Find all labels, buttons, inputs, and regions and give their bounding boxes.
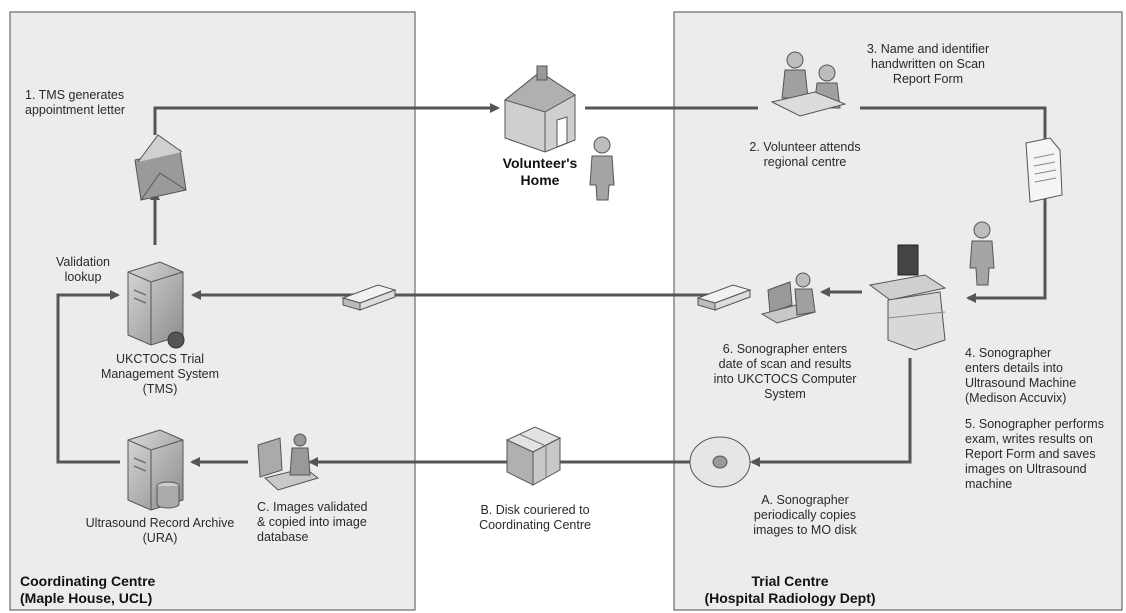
ultrasound-machine-icon xyxy=(868,244,947,351)
volunteer-person-icon xyxy=(589,136,615,201)
arrow-validation-lookup xyxy=(56,290,120,464)
house-icon xyxy=(503,65,576,153)
ura-label: Ultrasound Record Archive(URA) xyxy=(85,516,235,545)
network-device-left-icon xyxy=(341,284,397,311)
trial-centre-title: Trial Centre(Hospital Radiology Dept) xyxy=(704,573,876,606)
ura-server-icon xyxy=(127,429,184,511)
tms-server-icon xyxy=(127,261,185,349)
consultation-icon xyxy=(770,51,847,117)
network-device-right-icon xyxy=(696,284,752,311)
arrow-letter-to-home xyxy=(153,103,500,135)
envelope-icon xyxy=(134,134,187,201)
coordinating-centre-title: Coordinating Centre(Maple House, UCL) xyxy=(20,573,156,606)
arrow-machine-to-disk xyxy=(750,358,912,467)
patient-person-icon xyxy=(969,221,995,286)
sonographer-computer-icon xyxy=(760,272,817,324)
courier-box-icon xyxy=(505,426,562,486)
validation-workstation-icon xyxy=(257,433,320,491)
coordinating-centre-panel xyxy=(9,11,416,611)
connectors xyxy=(56,103,1047,467)
mo-disk-icon xyxy=(689,436,751,488)
arrow-form-to-machine xyxy=(860,106,1047,303)
report-form-icon xyxy=(1025,137,1063,203)
